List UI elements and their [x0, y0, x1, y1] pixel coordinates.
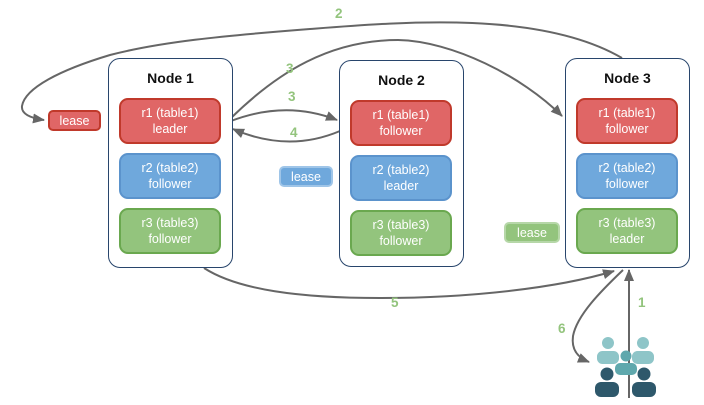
step-label-3-upper: 3 [286, 61, 294, 76]
replica-role: follower [605, 122, 649, 136]
replica-name: r1 (table1) [372, 107, 430, 122]
lease-badge-blue: lease [279, 166, 333, 187]
replica-role: leader [383, 179, 419, 193]
replica-name: r2 (table2) [141, 160, 199, 175]
replica-name: r3 (table3) [141, 215, 199, 230]
replica-r1-node2: r1 (table1) follower [350, 100, 452, 146]
replica-role: follower [379, 234, 423, 248]
replica-name: r1 (table1) [141, 105, 199, 120]
replica-r3-node3: r3 (table3) leader [576, 208, 678, 254]
step-label-2: 2 [335, 6, 343, 21]
replica-r3-node2: r3 (table3) follower [350, 210, 452, 256]
replica-r1-node1: r1 (table1) leader [119, 98, 221, 144]
replica-role: leader [152, 122, 188, 136]
replica-name: r2 (table2) [598, 160, 656, 175]
users-group-icon [595, 337, 656, 397]
arrow-step-6 [571, 269, 624, 363]
replica-name: r1 (table1) [598, 105, 656, 120]
arrow-step-4 [232, 128, 341, 143]
replica-r1-node3: r1 (table1) follower [576, 98, 678, 144]
replica-role: follower [148, 232, 192, 246]
lease-badge-red: lease [48, 110, 101, 131]
replica-role: follower [605, 177, 649, 191]
arrow-step-3-to-node2 [230, 109, 338, 122]
replica-r2-node3: r2 (table2) follower [576, 153, 678, 199]
arrow-step-2 [20, 21, 623, 124]
arrow-step-5 [203, 267, 615, 300]
replica-name: r3 (table3) [372, 217, 430, 232]
replica-r2-node1: r2 (table2) follower [119, 153, 221, 199]
replica-r2-node2: r2 (table2) leader [350, 155, 452, 201]
replica-name: r3 (table3) [598, 215, 656, 230]
step-label-5: 5 [391, 295, 399, 310]
node-title: Node 3 [604, 70, 651, 86]
lease-badge-green: lease [504, 222, 560, 243]
node-title: Node 1 [147, 70, 194, 86]
step-label-1: 1 [638, 295, 646, 310]
replica-r3-node1: r3 (table3) follower [119, 208, 221, 254]
node-1: Node 1 r1 (table1) leader r2 (table2) fo… [108, 58, 233, 268]
replica-name: r2 (table2) [372, 162, 430, 177]
node-3: Node 3 r1 (table1) follower r2 (table2) … [565, 58, 690, 268]
replica-role: follower [379, 124, 423, 138]
node-2: Node 2 r1 (table1) follower r2 (table2) … [339, 60, 464, 267]
node-title: Node 2 [378, 72, 425, 88]
replica-role: follower [148, 177, 192, 191]
replica-role: leader [609, 232, 645, 246]
step-label-6: 6 [558, 321, 566, 336]
arrow-step-3-to-node3 [230, 38, 563, 119]
step-label-4: 4 [290, 125, 298, 140]
step-label-3-lower: 3 [288, 89, 296, 104]
